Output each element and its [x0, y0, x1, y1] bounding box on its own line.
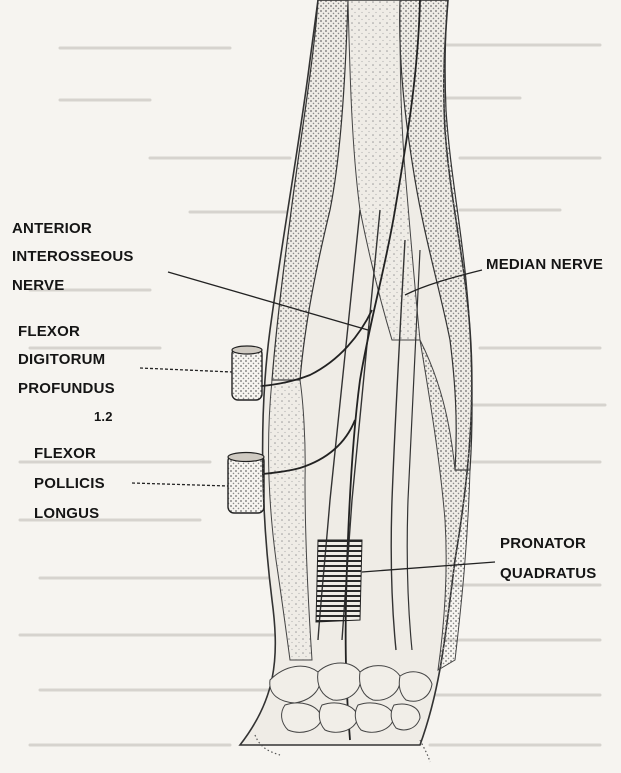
- fdp-cylinder-marker: [232, 346, 262, 400]
- label-flexor-pollicis-line1: FLEXOR: [34, 446, 96, 461]
- pronator-quadratus-muscle: [316, 540, 362, 622]
- label-flexor-pollicis-line3: LONGUS: [34, 506, 99, 521]
- leader-flexor-digitorum: [140, 368, 232, 372]
- fpl-cylinder-marker: [228, 453, 264, 514]
- leader-flexor-pollicis: [132, 483, 228, 486]
- label-pronator-quadratus-line1: PRONATOR: [500, 536, 586, 551]
- label-pronator-quadratus-line2: QUADRATUS: [500, 566, 597, 581]
- label-flexor-digitorum-line4: 1.2: [94, 410, 113, 423]
- label-flexor-digitorum-line3: PROFUNDUS: [18, 381, 115, 396]
- label-anterior-interosseous-line3: NERVE: [12, 278, 64, 293]
- label-anterior-interosseous-line1: ANTERIOR: [12, 221, 92, 236]
- label-flexor-digitorum-line2: DIGITORUM: [18, 352, 105, 367]
- label-median-nerve: MEDIAN NERVE: [486, 257, 603, 272]
- label-flexor-pollicis-line2: POLLICIS: [34, 476, 105, 491]
- label-anterior-interosseous-line2: INTEROSSEOUS: [12, 249, 134, 264]
- label-flexor-digitorum-line1: FLEXOR: [18, 324, 80, 339]
